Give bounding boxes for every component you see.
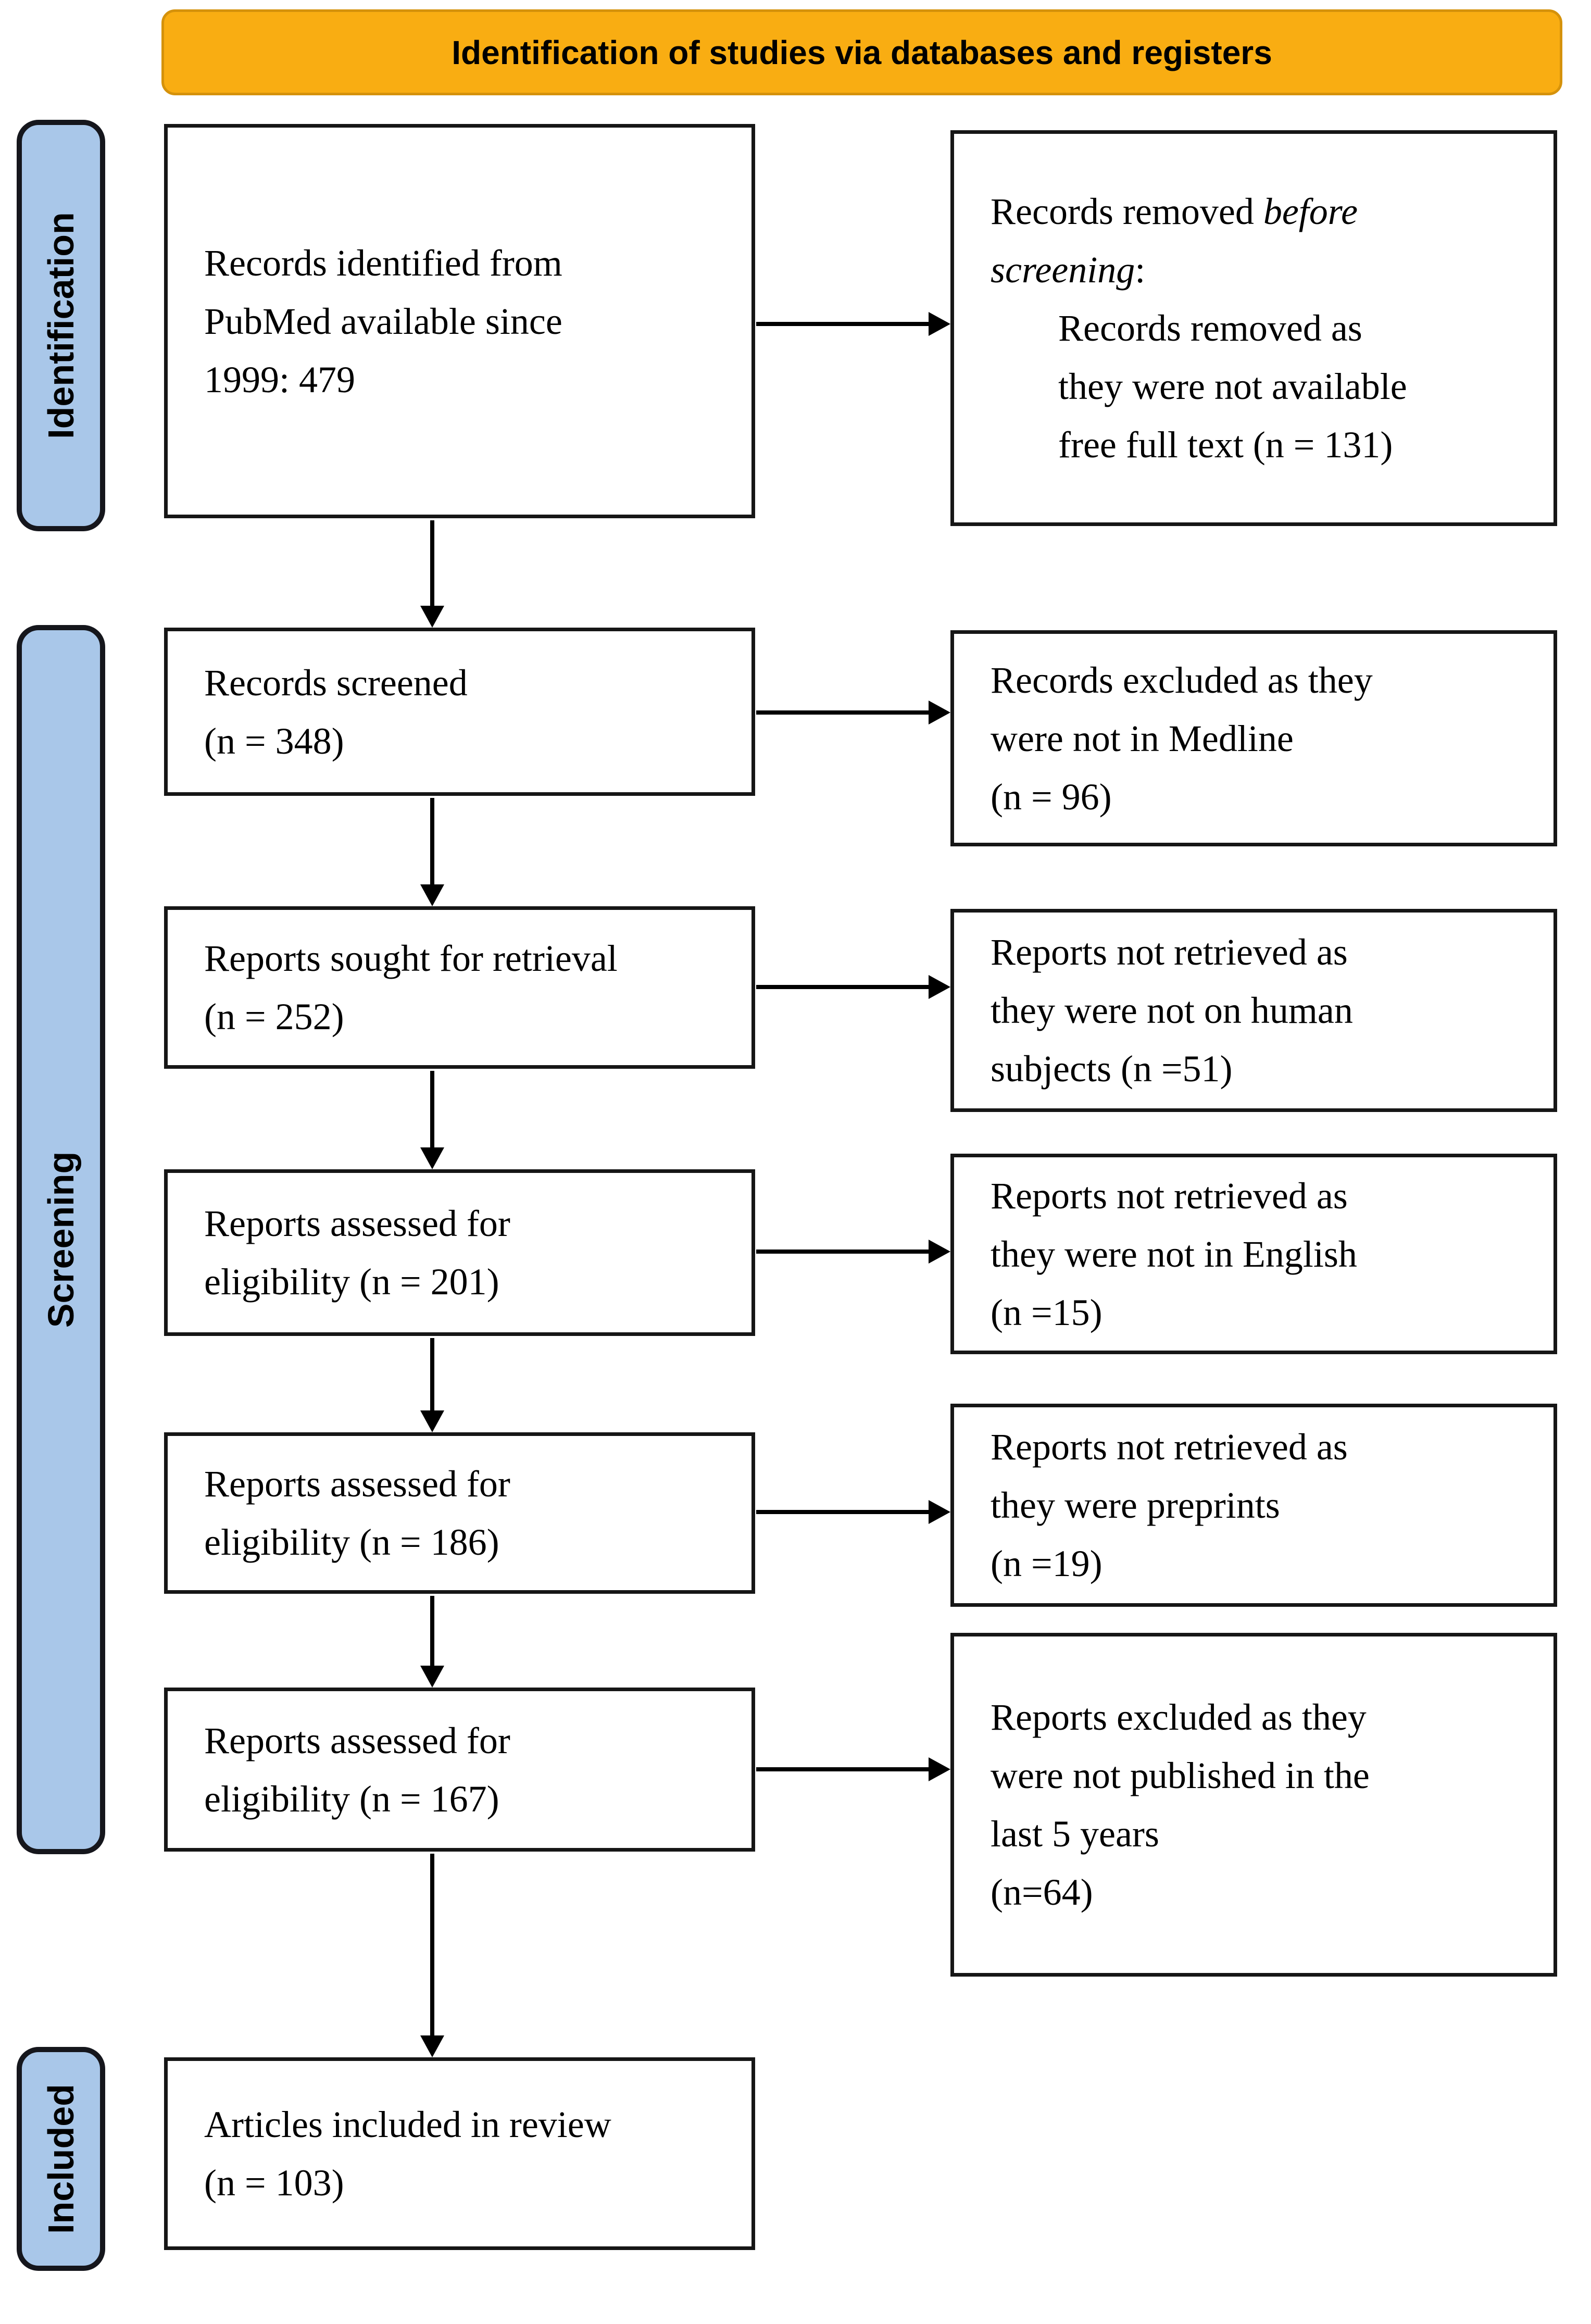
box-reports-sought-text: Reports sought for retrieval (n = 252) xyxy=(204,938,618,1038)
box-records-removed-before-screening: Records removed before screening: Record… xyxy=(950,130,1557,526)
box-articles-included-text: Articles included in review (n = 103) xyxy=(204,2104,611,2204)
box-reports-assessed-167: Reports assessed for eligibility (n = 16… xyxy=(164,1688,755,1852)
stage-included: Included xyxy=(17,2047,105,2271)
records-removed-detail: Records removed as they were not availab… xyxy=(1058,307,1407,466)
box-reports-assessed-186-text: Reports assessed for eligibility (n = 18… xyxy=(204,1463,510,1563)
box-articles-included: Articles included in review (n = 103) xyxy=(164,2057,755,2250)
box-reports-excluded-5-years: Reports excluded as they were not publis… xyxy=(950,1633,1557,1977)
stage-screening-label: Screening xyxy=(41,1151,82,1328)
box-reports-not-retrieved-preprints: Reports not retrieved as they were prepr… xyxy=(950,1404,1557,1607)
box-reports-assessed-167-text: Reports assessed for eligibility (n = 16… xyxy=(204,1719,510,1820)
box-records-screened: Records screened (n = 348) xyxy=(164,628,755,796)
box-reports-sought: Reports sought for retrieval (n = 252) xyxy=(164,906,755,1069)
box-reports-assessed-186: Reports assessed for eligibility (n = 18… xyxy=(164,1432,755,1594)
box-reports-not-retrieved-english: Reports not retrieved as they were not i… xyxy=(950,1154,1557,1354)
box-records-excluded-medline: Records excluded as they were not in Med… xyxy=(950,630,1557,846)
box-reports-excluded-5-years-text: Reports excluded as they were not publis… xyxy=(991,1696,1370,1913)
banner: Identification of studies via databases … xyxy=(161,9,1562,95)
stage-identification-label: Identification xyxy=(41,212,81,439)
box-records-screened-text: Records screened (n = 348) xyxy=(204,661,468,762)
box-reports-not-retrieved-preprints-text: Reports not retrieved as they were prepr… xyxy=(991,1426,1348,1584)
box-records-excluded-medline-text: Records excluded as they were not in Med… xyxy=(991,659,1373,818)
box-records-identified: Records identified from PubMed available… xyxy=(164,124,755,518)
stage-included-label: Included xyxy=(41,2084,82,2234)
box-records-identified-text: Records identified from PubMed available… xyxy=(204,242,562,401)
banner-title: Identification of studies via databases … xyxy=(452,33,1272,71)
box-reports-not-retrieved-human-text: Reports not retrieved as they were not o… xyxy=(991,931,1353,1090)
box-reports-not-retrieved-english-text: Reports not retrieved as they were not i… xyxy=(991,1175,1357,1333)
box-reports-not-retrieved-human: Reports not retrieved as they were not o… xyxy=(950,909,1557,1112)
box-records-removed-text: Records removed before screening: Record… xyxy=(991,124,1407,532)
records-removed-intro: Records removed xyxy=(991,191,1263,232)
box-reports-assessed-201-text: Reports assessed for eligibility (n = 20… xyxy=(204,1203,510,1303)
box-reports-assessed-201: Reports assessed for eligibility (n = 20… xyxy=(164,1169,755,1336)
records-removed-intro-colon: : xyxy=(1135,249,1146,291)
records-removed-intro-italic: before screening xyxy=(991,191,1358,291)
stage-identification: Identification xyxy=(17,120,105,531)
stage-screening: Screening xyxy=(17,625,105,1854)
